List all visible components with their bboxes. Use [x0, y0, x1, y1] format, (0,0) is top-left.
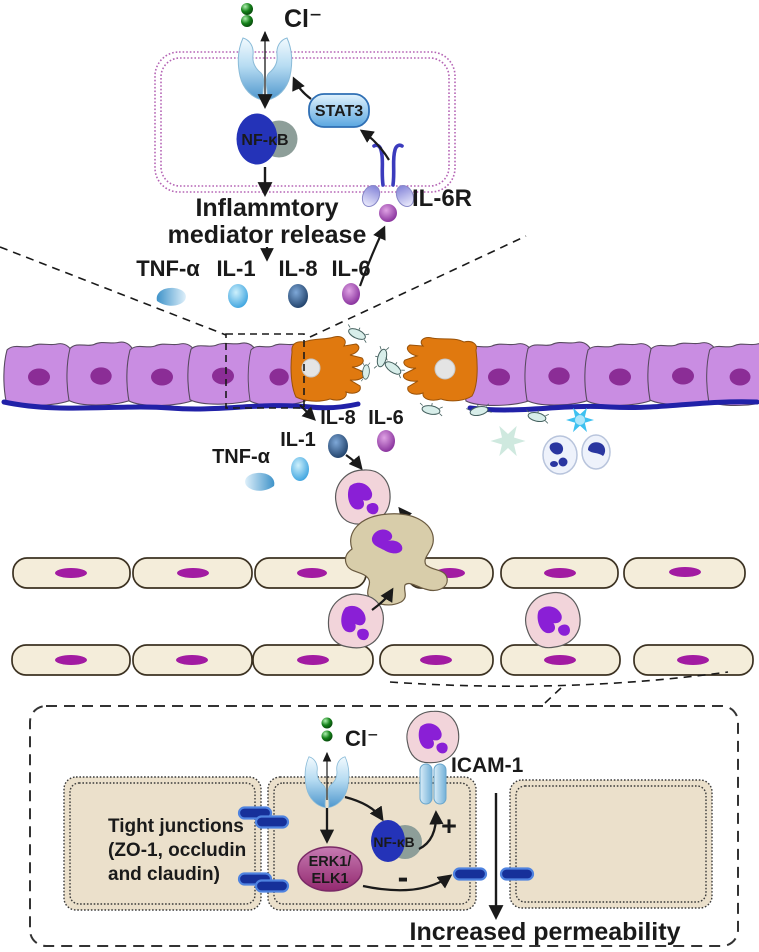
damaged-cell-left — [290, 336, 366, 402]
epithelial-cell — [66, 341, 137, 406]
leukocyte-kidney — [581, 434, 611, 470]
tight-junctions-text-line3: and claudin) — [108, 864, 220, 885]
il8-to-neutrophil-arrow — [345, 454, 363, 471]
cell-membrane-inner — [160, 57, 450, 187]
tnf-label: TNF-α — [212, 446, 271, 468]
tight-junction-bar — [254, 879, 290, 893]
il1-droplet — [291, 457, 309, 481]
il6-label: IL-6 — [368, 407, 404, 429]
nfkb-to-icam-arrow — [418, 810, 444, 851]
erk-label-line2: ELK1 — [311, 871, 348, 887]
nfkb-label: NF-κB — [241, 132, 288, 149]
lamina-propria-mediators: IL-8 IL-6 IL-1 TNF-α — [212, 404, 404, 491]
erk-elk-complex: ERK1/ ELK1 — [297, 846, 363, 892]
endothelial-row-2 — [11, 644, 754, 676]
stat3-box: STAT3 — [308, 93, 370, 128]
nfkb-complex: NF-κB — [236, 113, 298, 165]
epithelial-cell — [706, 343, 759, 406]
cytokine-label-il8: IL-8 — [278, 256, 317, 281]
endothelial-layers — [11, 513, 754, 676]
minus-sign: - — [398, 859, 409, 895]
bacterium — [343, 322, 372, 344]
zoom-region-box — [225, 333, 305, 409]
inset-nfkb-complex: NF-κB — [371, 820, 422, 862]
chloride-label: Cl⁻ — [284, 5, 322, 33]
epithelium-release-arrow — [299, 404, 316, 421]
tnf-droplet — [245, 472, 275, 491]
icam1-receptor — [419, 763, 447, 805]
tnf-droplet — [156, 287, 186, 306]
epithelial-layer — [1, 333, 759, 413]
tight-junction-bar — [499, 867, 535, 881]
il1-droplet — [228, 284, 248, 308]
tight-junctions-text-line1: Tight junctions — [108, 816, 244, 837]
il6-droplet — [342, 283, 360, 305]
inset-connector-lines — [389, 671, 729, 704]
il6r-label: IL-6R — [412, 185, 472, 212]
epithelial-cell — [3, 343, 76, 406]
bacterium — [417, 400, 445, 417]
stat3-label: STAT3 — [315, 103, 363, 120]
chloride-ions — [241, 3, 253, 27]
inset-chloride: Cl⁻ — [321, 717, 379, 751]
tight-junction-bar — [254, 815, 290, 829]
epithelial-cell — [524, 341, 595, 406]
il6r-to-stat3-arrow — [359, 129, 390, 161]
release-text-line1: Inflammtory — [195, 194, 338, 222]
il8-label: IL-8 — [320, 407, 356, 429]
neutrophil — [521, 588, 585, 652]
basement-membrane-right — [467, 399, 759, 413]
tight-junctions-text-line2: (ZO-1, occludin — [108, 840, 246, 861]
epithelial-cell — [584, 343, 657, 406]
pale-cell-burst — [490, 425, 526, 457]
magnified-epithelial-cell: Cl⁻ NF-κB STAT3 IL-6R Inflammtory mediat… — [136, 3, 472, 308]
transmigrating-neutrophil — [344, 513, 448, 606]
basement-membrane-left — [1, 399, 361, 412]
inset-nfkb-label: NF-κB — [373, 834, 414, 850]
cytokine-row: TNF-α IL-1 IL-8 IL-6 — [136, 256, 371, 308]
tight-junction-inset: Tight junctions (ZO-1, occludin and clau… — [29, 705, 739, 947]
il1-label: IL-1 — [280, 429, 316, 451]
neutrophil-migration-arrow — [371, 587, 394, 611]
permeability-label: Increased permeability — [410, 918, 681, 946]
il8-droplet — [328, 434, 348, 458]
cytokine-label-il6: IL-6 — [331, 256, 370, 281]
erk-label-line1: ERK1/ — [309, 854, 352, 870]
inset-chloride-label: Cl⁻ — [345, 726, 379, 751]
il6-to-receptor-arrow — [358, 225, 386, 287]
il6-ligand — [379, 204, 397, 222]
il6-droplet — [377, 430, 395, 452]
il8-droplet — [288, 284, 308, 308]
icam1-label: ICAM-1 — [451, 754, 524, 777]
leukocyte-lobed — [542, 435, 578, 475]
tight-junction-bar — [452, 867, 488, 881]
damaged-cell-right — [402, 337, 478, 402]
erk-to-junction-arrow — [362, 874, 453, 892]
inset-cell-right — [509, 779, 713, 909]
burst-center — [575, 415, 585, 425]
cell-membrane-outer — [154, 51, 456, 193]
release-text-line2: mediator release — [168, 221, 367, 249]
cytokine-label-il1: IL-1 — [216, 256, 255, 281]
plus-sign: + — [441, 811, 457, 841]
channel-to-nfkb-arrow-inset — [344, 795, 384, 822]
cytokine-label-tnf: TNF-α — [136, 256, 200, 281]
magnifier-lines — [0, 235, 527, 338]
inset-cell-left: Tight junctions (ZO-1, occludin and clau… — [63, 776, 262, 911]
stat3-to-channel-arrow — [292, 76, 312, 100]
